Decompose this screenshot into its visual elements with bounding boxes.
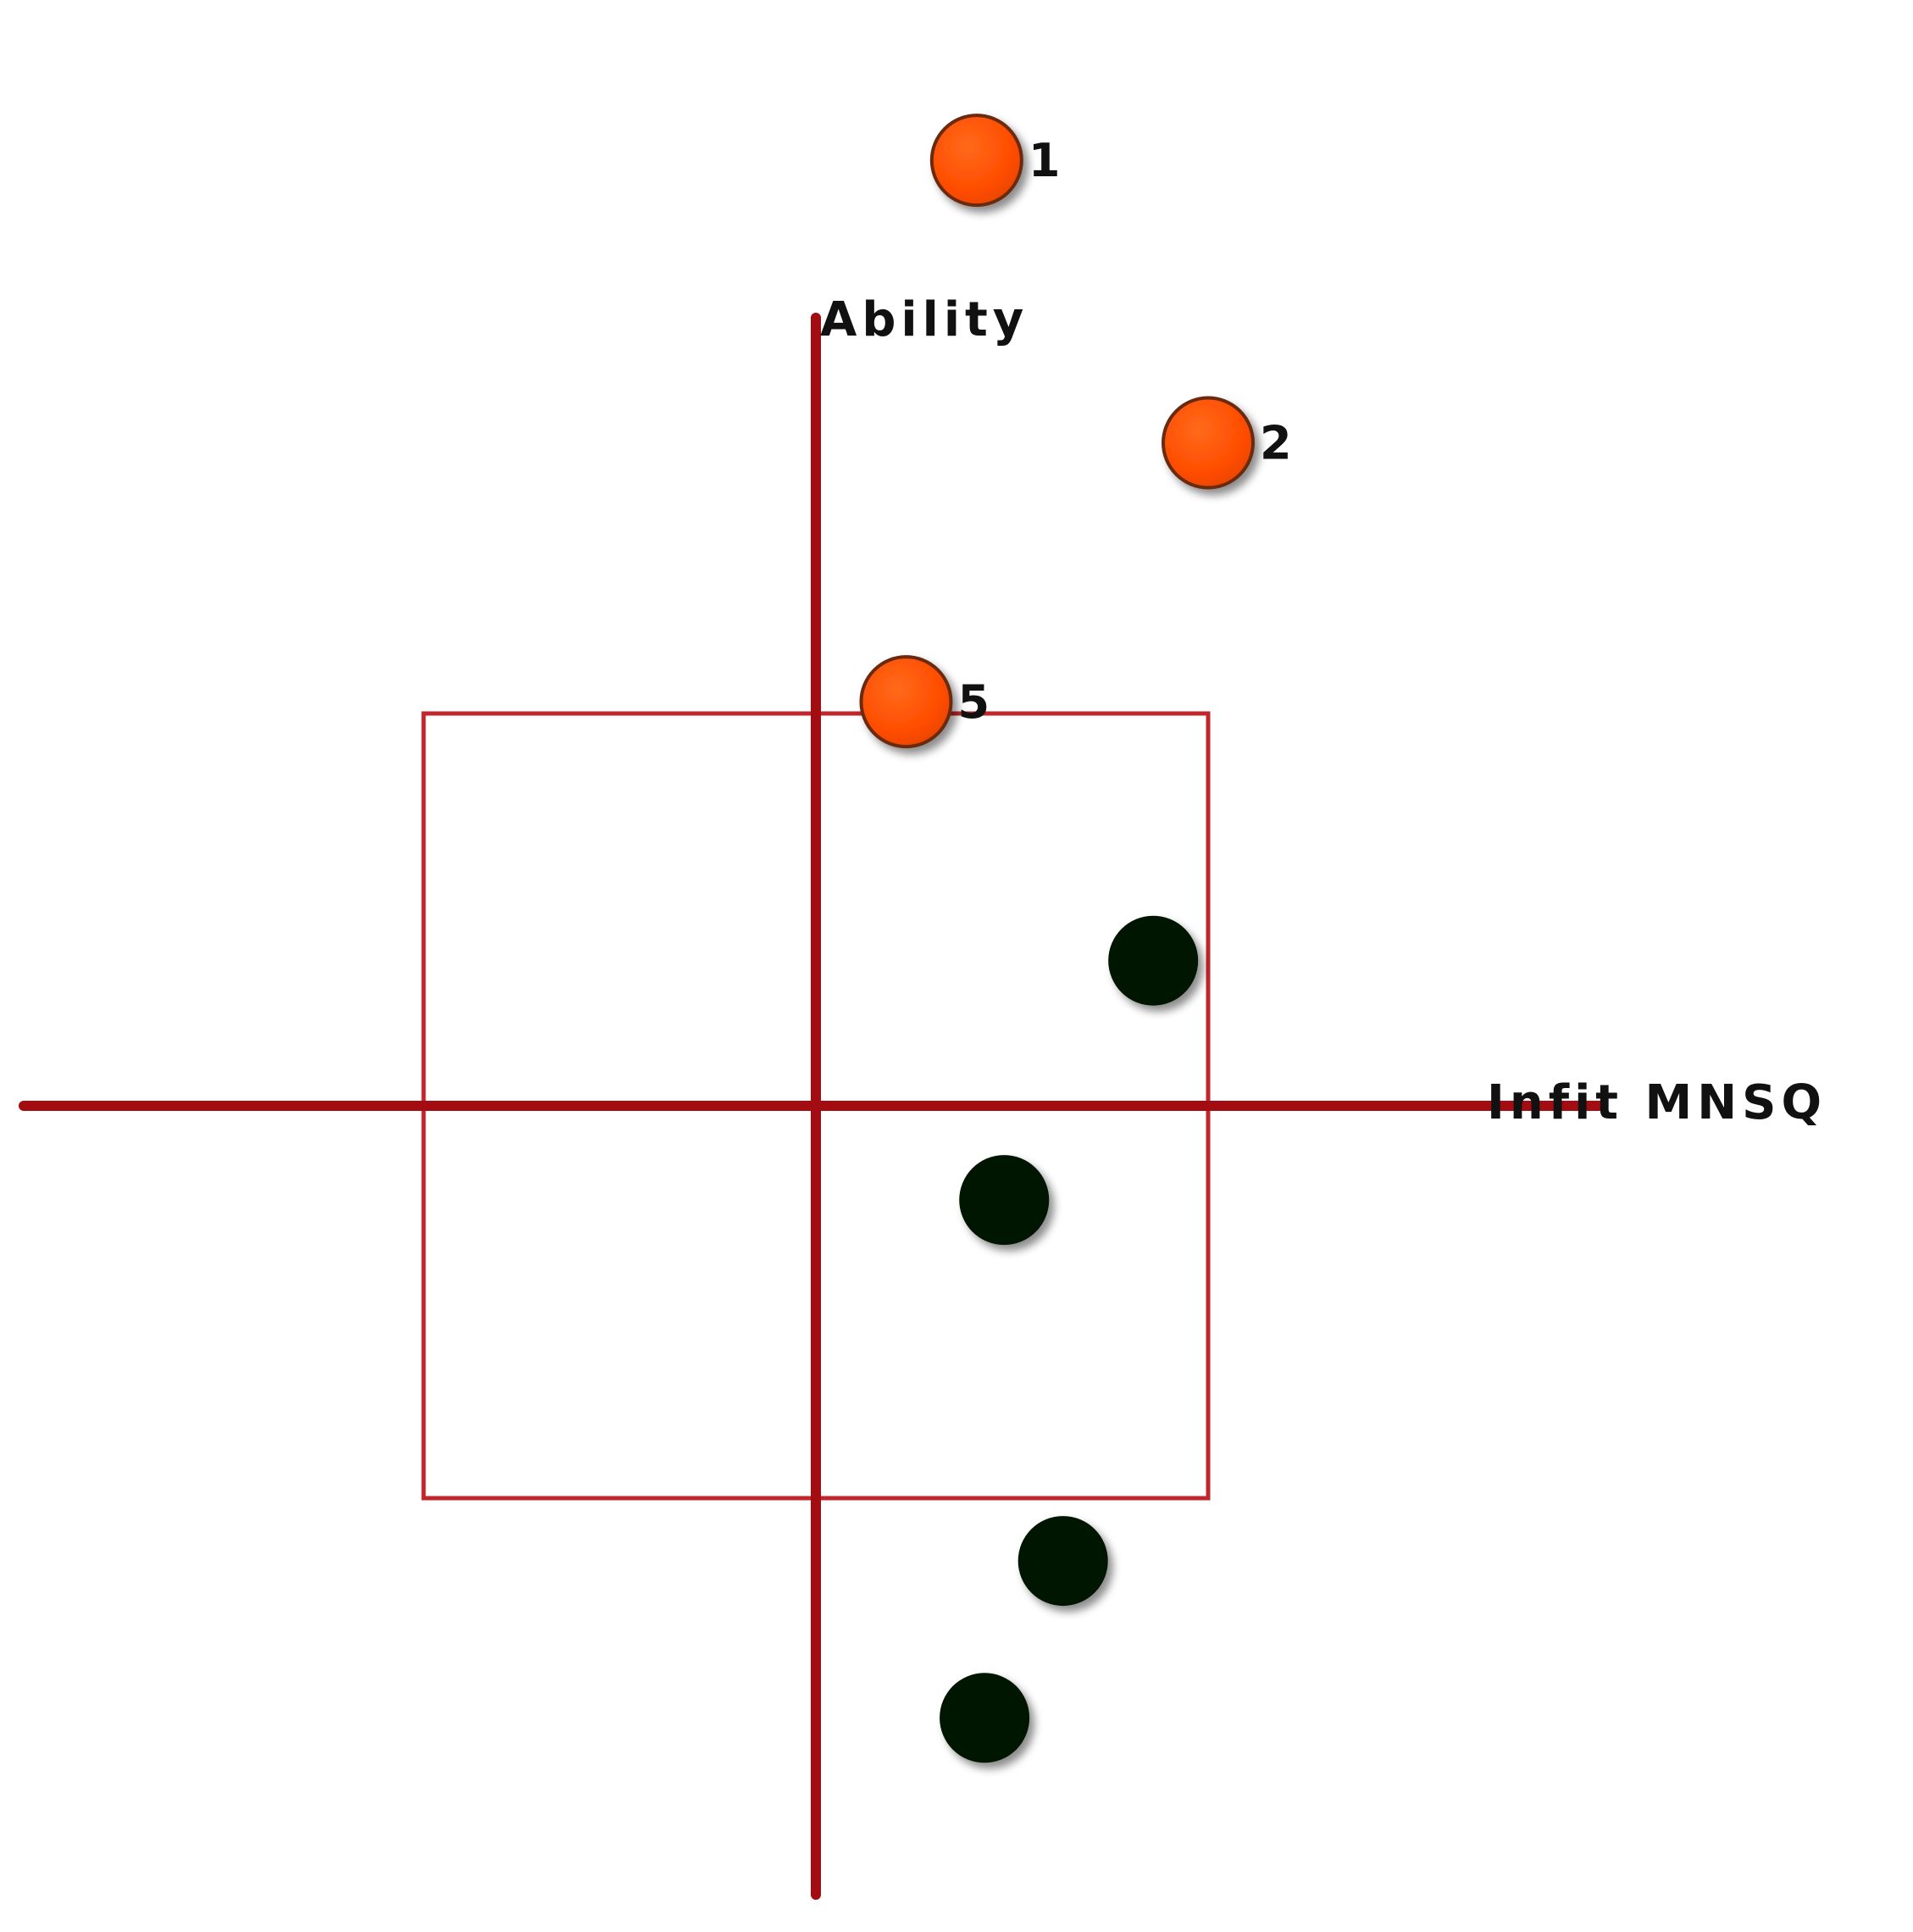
misfit-point xyxy=(859,655,953,749)
point-label: 5 xyxy=(957,675,990,729)
point-label: 1 xyxy=(1029,134,1061,187)
misfit-point xyxy=(1162,396,1255,490)
y-axis-title: Ability xyxy=(820,292,1029,347)
data-point xyxy=(1017,1516,1108,1607)
data-point xyxy=(1108,915,1199,1006)
points-layer: 1 2 5 xyxy=(859,114,1292,1763)
misfit-point xyxy=(929,114,1023,208)
data-point xyxy=(959,1155,1050,1246)
data-point xyxy=(940,1673,1030,1763)
x-axis-title: Infit MNSQ xyxy=(1487,1075,1827,1130)
point-label: 2 xyxy=(1260,417,1292,470)
